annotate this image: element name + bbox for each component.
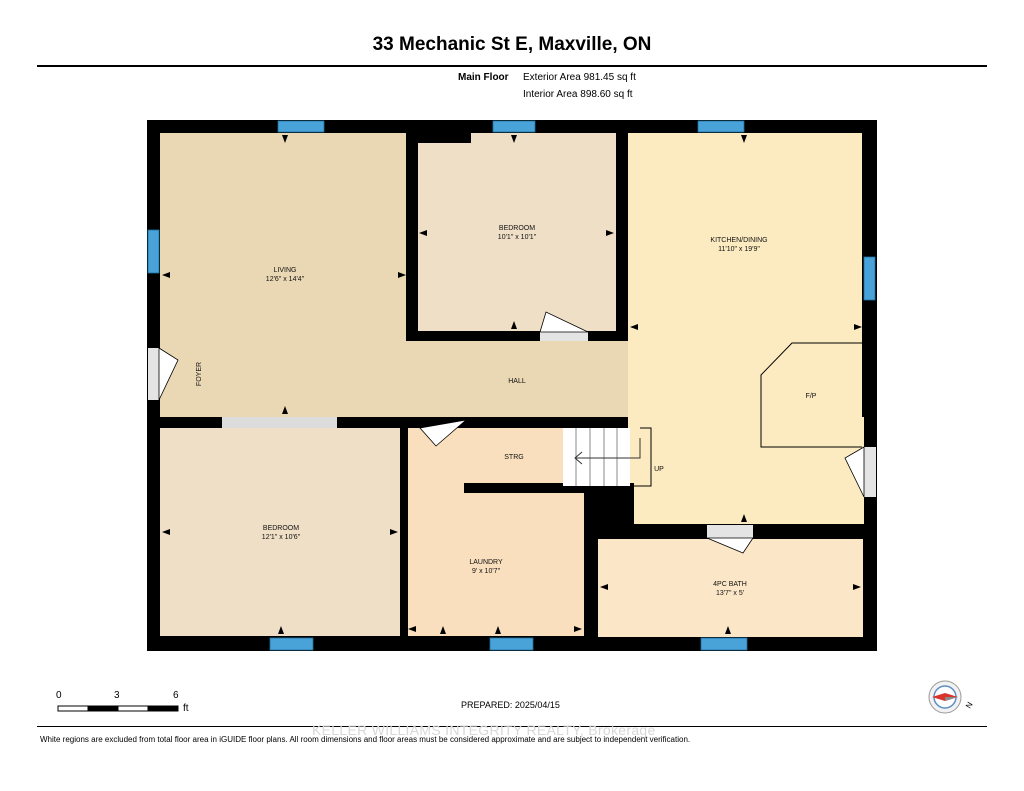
kitchen-lower-area: [634, 417, 864, 524]
title-divider: [37, 65, 987, 67]
storage-area: [472, 428, 557, 483]
hall-area: [408, 341, 630, 417]
opening-living-bedroom: [222, 417, 337, 428]
scale-tick-6: 6: [173, 690, 179, 701]
bedroom-top-label: BEDROOM: [499, 225, 535, 232]
wall-laundry-bath: [584, 524, 596, 637]
storage-label: STRG: [504, 454, 523, 461]
foyer-label: FOYER: [196, 362, 203, 386]
front-door-opening: [148, 348, 159, 400]
bath-dims: 13'7" x 5': [716, 590, 744, 597]
wall-bedroom-hall: [408, 331, 628, 341]
stairs: [563, 428, 630, 486]
side-door-opening: [864, 447, 876, 497]
stairs-up-label: UP: [654, 466, 664, 473]
wall-bedroom-laundry: [400, 417, 408, 636]
bedroom-bottom-label: BEDROOM: [263, 525, 299, 532]
bedroom-bottom-area: [160, 428, 400, 636]
laundry-label: LAUNDRY: [469, 559, 503, 566]
bath-door-swing: [706, 537, 754, 554]
laundry-door-swing: [419, 419, 468, 447]
stair-rail: [630, 427, 652, 487]
window: [492, 120, 536, 133]
stair-arrow-icon: [574, 438, 641, 465]
window: [277, 120, 325, 133]
hall-label: HALL: [508, 378, 526, 385]
wall-living-bedroom: [406, 128, 418, 341]
laundry-dims: 9' x 10'7": [472, 568, 501, 575]
kitchen-dining-label: KITCHEN/DINING: [710, 237, 767, 244]
bedroom-bottom-dims: 12'1" x 10'6": [262, 534, 301, 541]
window: [863, 256, 876, 301]
wall-stair-block: [584, 483, 634, 525]
living-room-area: [160, 133, 408, 417]
exterior-area: Exterior Area 981.45 sq ft: [523, 72, 636, 83]
bath-area: [598, 539, 863, 637]
watermark: KELLER WILLIAMS INTEGRITY REALTY, Broker…: [312, 722, 656, 738]
window: [147, 229, 160, 274]
bedroom-top-dims: 10'1" x 10'1": [498, 234, 537, 241]
fireplace-label: F/P: [806, 393, 817, 400]
kitchen-dining-dims: 11'10" x 19'9": [718, 246, 760, 253]
footer-divider: [37, 726, 987, 727]
scale-unit: ft: [183, 703, 189, 714]
wall-storage: [464, 483, 584, 493]
prepared-date: PREPARED: 2025/04/15: [461, 700, 560, 710]
interior-area: Interior Area 898.60 sq ft: [523, 89, 633, 100]
front-door-swing: [158, 347, 179, 401]
page-title: 33 Mechanic St E, Maxville, ON: [372, 34, 652, 55]
wall-bedroom-kitchen: [616, 128, 628, 341]
floor-name: Main Floor: [458, 72, 509, 83]
living-room-dims: 12'6" x 14'4": [266, 276, 305, 283]
fireplace-outline: [760, 342, 862, 448]
disclaimer: White regions are excluded from total fl…: [40, 735, 691, 744]
scale-tick-0: 0: [56, 690, 62, 701]
north-label: N: [964, 700, 975, 710]
compass-icon: [928, 680, 962, 714]
bath-label: 4PC BATH: [713, 581, 747, 588]
window: [489, 637, 534, 651]
window: [697, 120, 745, 133]
bedroom-door-swing: [539, 311, 589, 333]
living-room-label: LIVING: [274, 267, 297, 274]
bedroom-top-area: [417, 143, 616, 332]
scale-tick-3: 3: [114, 690, 120, 701]
bath-door-opening: [707, 525, 753, 538]
bedroom-top-alcove: [471, 133, 616, 145]
window: [700, 637, 748, 651]
scale-bar: [57, 705, 179, 712]
side-door-swing: [844, 446, 865, 498]
window: [269, 637, 314, 651]
bedroom-door-opening: [540, 332, 588, 341]
